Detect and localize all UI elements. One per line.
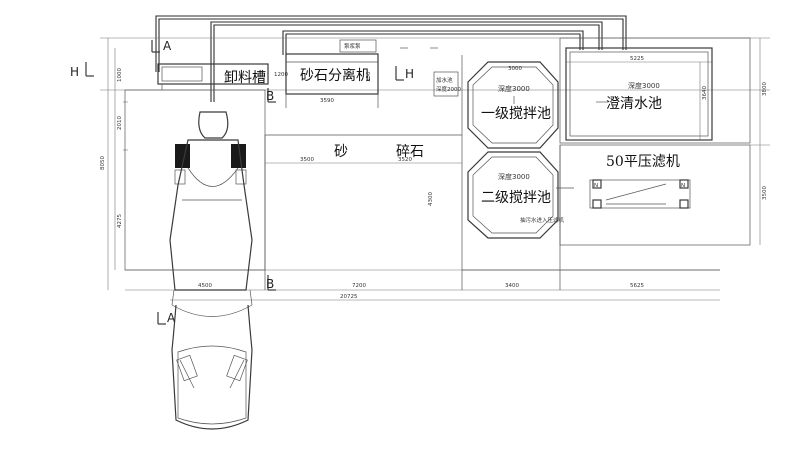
mix1-label: 一级搅拌池: [481, 106, 551, 122]
overhead-pipes: [155, 15, 627, 102]
dim-4500: 4500: [198, 283, 212, 289]
mix2-label: 二级搅拌池: [481, 190, 551, 206]
pump-label: 泵浆泵: [344, 42, 361, 50]
truck: [169, 111, 253, 430]
dim-8050: 8050: [100, 156, 106, 170]
sand-separator-label: 砂石分离机: [300, 67, 370, 84]
unloading-tank: [157, 63, 269, 90]
section-a-bottom: A: [167, 311, 176, 325]
dim-4300: 4300: [428, 192, 434, 206]
small-box-depth: 深度2000: [436, 85, 461, 93]
gravel-label: 碎石: [396, 144, 424, 160]
section-h-left: H: [70, 65, 79, 79]
dim-150: 150: [366, 71, 372, 82]
dim-3500-right: 3500: [762, 186, 768, 200]
sand-label: 砂: [334, 144, 348, 160]
dim-1000: 1000: [117, 68, 123, 82]
mix2-depth: 深度3000: [498, 172, 530, 181]
section-h-right: H: [405, 67, 414, 81]
dim-5225: 5225: [630, 56, 644, 62]
filter-right-icon: N: [681, 183, 685, 189]
dim-3000-top: 3000: [508, 66, 522, 72]
dim-7200: 7200: [352, 283, 366, 289]
flow-arrows: [400, 47, 608, 103]
small-box-label: 加水池: [436, 76, 453, 84]
small-box: [433, 71, 459, 97]
dim-3500: 3500: [300, 157, 314, 163]
building-outline: [124, 37, 751, 290]
dim-1200: 1200: [274, 72, 288, 78]
dim-3400: 3400: [505, 283, 519, 289]
dim-20725: 20725: [340, 294, 358, 300]
mix1-depth: 深度3000: [498, 84, 530, 93]
dim-5625: 5625: [630, 283, 644, 289]
clear-pool-label: 澄清水池: [606, 96, 662, 112]
unloading-tank-label: 卸料槽: [224, 70, 266, 86]
dim-3590: 3590: [320, 98, 334, 104]
mixing-pool-2: [467, 151, 559, 239]
sewage-note: 抽污水进入压滤机: [520, 216, 565, 224]
filter-press-label: 50平压滤机: [606, 154, 680, 170]
section-marks: [85, 40, 404, 325]
clear-pool-depth: 深度3000: [628, 81, 660, 90]
dim-2010: 2010: [117, 116, 123, 130]
dim-3800: 3800: [762, 82, 768, 96]
dim-3640: 3640: [702, 86, 708, 100]
dim-4275: 4275: [117, 214, 123, 228]
dim-3520: 3520: [398, 157, 412, 163]
clear-water-pool: [565, 47, 713, 141]
filter-left-icon: N: [594, 183, 598, 189]
section-b-top: B: [266, 89, 274, 103]
section-b-bottom: B: [266, 277, 274, 291]
truck-wheel-right: [231, 144, 246, 168]
filter-press: [589, 179, 691, 209]
section-a-top: A: [163, 39, 172, 53]
mixing-pool-1: [467, 61, 559, 149]
sand-separator: [285, 39, 379, 108]
